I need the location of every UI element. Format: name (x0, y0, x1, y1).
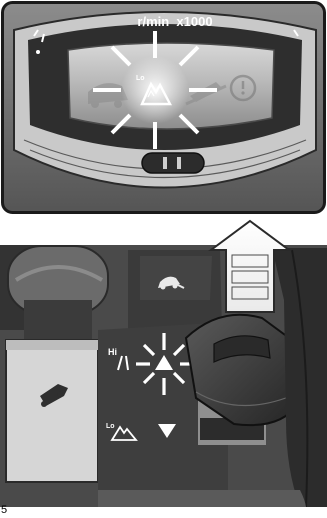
high-range-label: Hi (108, 347, 117, 357)
hill-descent-control-button (128, 250, 222, 330)
trip-reset-button (142, 153, 204, 173)
low-range-label: Lo (106, 423, 115, 430)
tachometer-unit-label: r/min x1000 (137, 14, 212, 29)
figure-number: 5 (1, 504, 7, 516)
off-road-switch-panel (6, 340, 98, 482)
low-range-lamp-label: Lo (136, 75, 145, 82)
instrument-cluster-inset: r/min x1000 (3, 3, 325, 213)
center-console: Hi Lo (0, 221, 327, 507)
low-range-warning-lamp: Lo (93, 31, 217, 149)
